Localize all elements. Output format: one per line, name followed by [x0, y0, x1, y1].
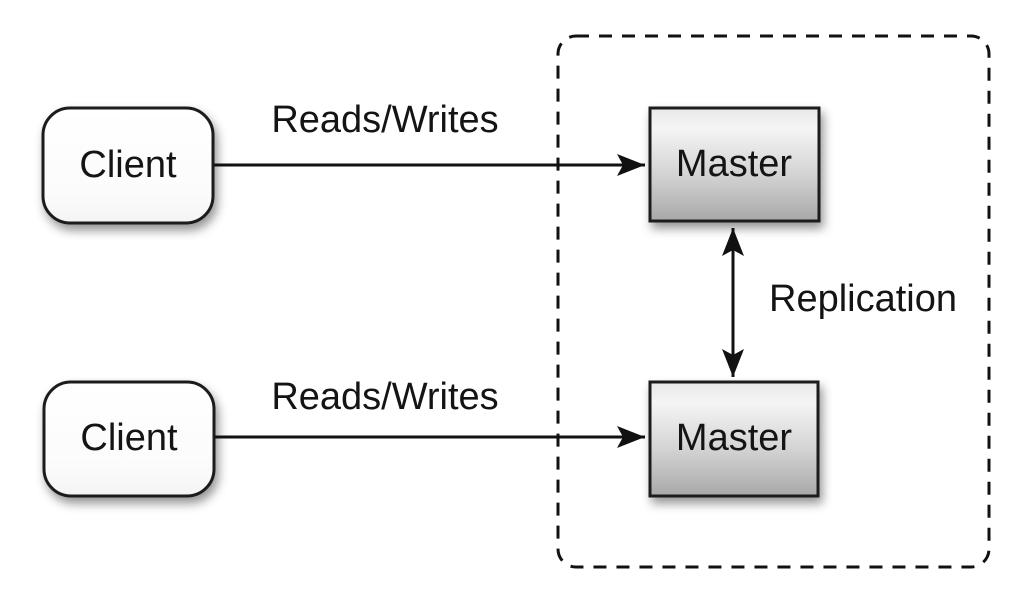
client-top-node: [41, 106, 215, 225]
client-bottom-node: [42, 380, 216, 498]
replication-group-boundary: [556, 34, 991, 569]
master-bottom-label: Master: [675, 417, 793, 460]
master-top-label: Master: [675, 143, 793, 186]
reads-writes-bottom-label: Reads/Writes: [271, 376, 499, 419]
client-top-label: Client: [79, 144, 177, 187]
master-bottom-node: [648, 380, 820, 498]
client-bottom-label: Client: [80, 417, 178, 460]
replication-label: Replication: [769, 278, 957, 321]
master-top-node: [648, 106, 821, 223]
reads-writes-top-label: Reads/Writes: [271, 99, 499, 142]
